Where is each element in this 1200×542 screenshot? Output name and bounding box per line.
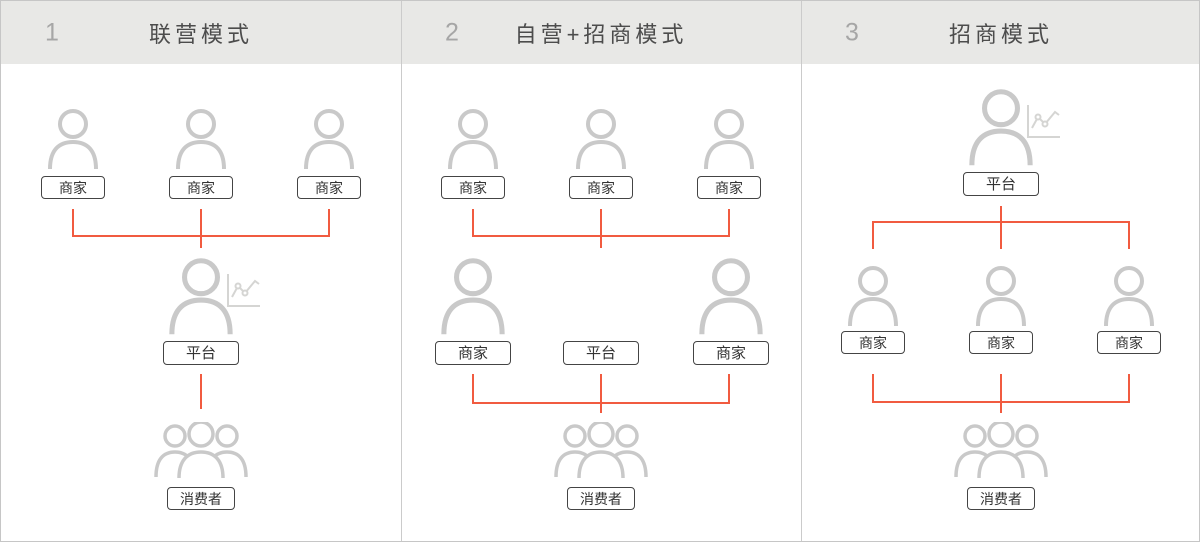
- connector-vline: [600, 374, 602, 413]
- merchant-person-icon: [1099, 266, 1159, 328]
- merchant-label: 商家: [569, 176, 633, 199]
- panel-merchant-recruitment: 3 招商模式 平台 商家 商家 商家: [801, 1, 1199, 541]
- merchant-label: 商家: [297, 176, 361, 199]
- connector-vline: [1128, 374, 1130, 402]
- panel-number: 3: [845, 18, 859, 46]
- consumer-label: 消费者: [567, 487, 635, 510]
- platform-label: 平台: [963, 172, 1039, 196]
- connector-hline: [872, 401, 1130, 403]
- merchant-person-icon: [571, 109, 631, 171]
- panel-number: 1: [45, 18, 59, 46]
- panel-header: 3 招商模式: [801, 1, 1199, 64]
- platform-label: 平台: [563, 341, 639, 365]
- connector-hline: [72, 235, 330, 237]
- merchant-person-icon: [443, 109, 503, 171]
- connector-vline: [872, 374, 874, 402]
- merchant-label: 商家: [969, 331, 1033, 354]
- panel-joint-operation: 1 联营模式 商家 商家 商家 平台 消费者: [1, 1, 401, 541]
- panel-header: 1 联营模式: [1, 1, 401, 64]
- merchant-person-icon: [843, 266, 903, 328]
- merchant-label: 商家: [697, 176, 761, 199]
- connector-vline: [728, 209, 730, 236]
- merchant-label: 商家: [435, 341, 511, 365]
- connector-vline: [1000, 206, 1002, 222]
- connector-vline: [600, 209, 602, 248]
- connector-vline: [728, 374, 730, 402]
- diagram-area: 平台 商家 商家 商家 消费者: [801, 64, 1199, 541]
- connector-vline: [200, 374, 202, 409]
- connector-vline: [872, 221, 874, 249]
- consumers-group-icon: [953, 422, 1049, 478]
- connector-vline: [472, 209, 474, 236]
- panel-number: 2: [445, 18, 459, 46]
- connector-vline: [328, 209, 330, 236]
- connector-hline: [472, 235, 730, 237]
- connector-vline: [1000, 374, 1002, 413]
- merchant-person-icon: [699, 109, 759, 171]
- panel-divider: [801, 1, 802, 541]
- line-chart-icon: [1025, 104, 1061, 140]
- connector-vline: [1128, 221, 1130, 249]
- panel-self-plus-merchant: 2 自营+招商模式 商家 商家 商家 商家 平台 商家: [401, 1, 801, 541]
- panel-title: 招商模式: [948, 21, 1053, 47]
- platform-label: 平台: [163, 341, 239, 365]
- panel-title: 自营+招商模式: [514, 21, 688, 47]
- consumer-label: 消费者: [967, 487, 1035, 510]
- consumers-group-icon: [153, 422, 249, 478]
- merchant-person-icon: [299, 109, 359, 171]
- diagram-area: 商家 商家 商家 平台 消费者: [1, 64, 401, 541]
- merchant-person-icon: [171, 109, 231, 171]
- panel-title: 联营模式: [148, 21, 253, 47]
- merchant-label: 商家: [841, 331, 905, 354]
- consumer-label: 消费者: [167, 487, 235, 510]
- merchant-person-icon: [971, 266, 1031, 328]
- panel-divider: [401, 1, 402, 541]
- connector-vline: [1000, 221, 1002, 249]
- consumers-group-icon: [553, 422, 649, 478]
- connector-hline: [472, 402, 730, 404]
- panel-header: 2 自营+招商模式: [401, 1, 801, 64]
- merchant-label: 商家: [693, 341, 769, 365]
- connector-vline: [72, 209, 74, 236]
- connector-vline: [200, 209, 202, 248]
- merchant-label: 商家: [1097, 331, 1161, 354]
- merchant-label: 商家: [41, 176, 105, 199]
- merchant-label: 商家: [169, 176, 233, 199]
- connector-vline: [472, 374, 474, 402]
- diagram-area: 商家 商家 商家 商家 平台 商家 消费者: [401, 64, 801, 541]
- merchant-person-icon: [435, 258, 511, 337]
- merchant-person-icon: [693, 258, 769, 337]
- line-chart-icon: [225, 273, 261, 309]
- merchant-label: 商家: [441, 176, 505, 199]
- merchant-person-icon: [43, 109, 103, 171]
